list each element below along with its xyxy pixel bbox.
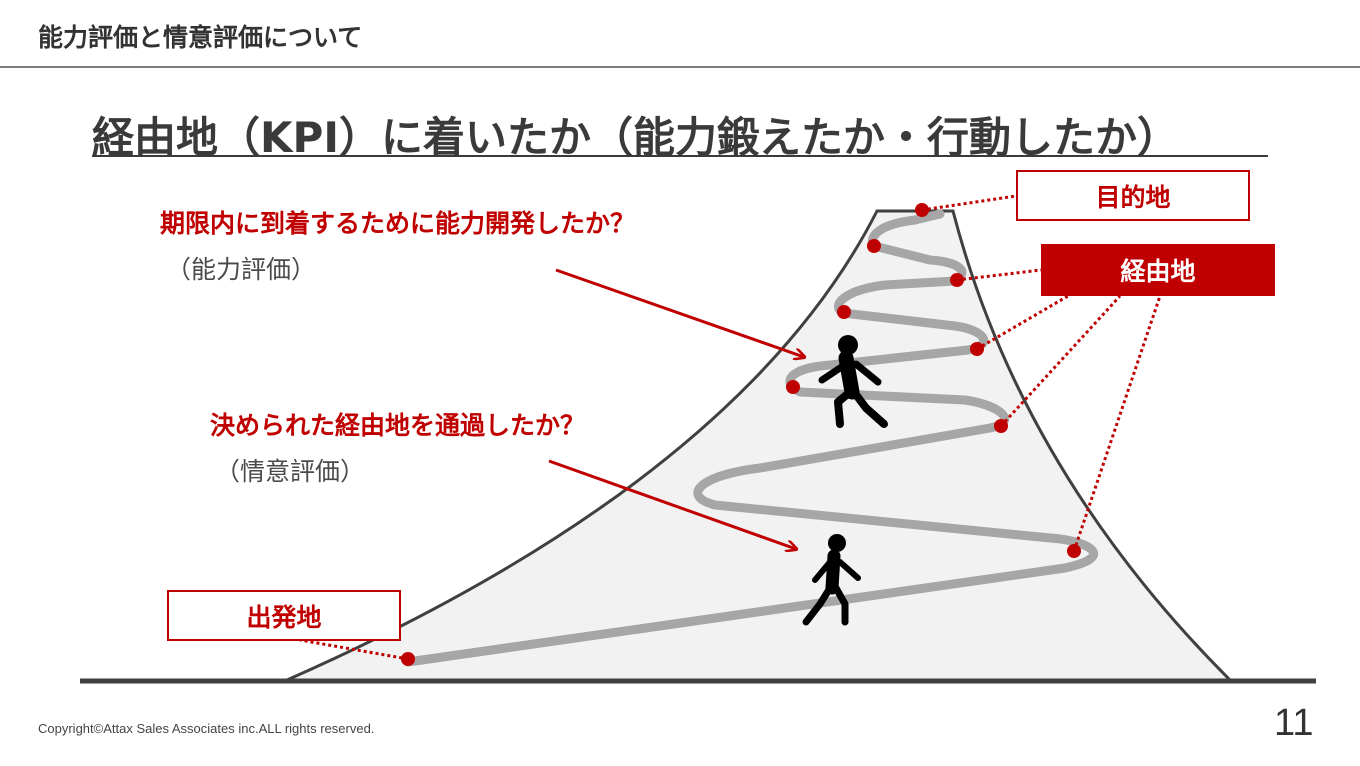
waypoint-label: 経由地 [1041,244,1275,296]
attitude-evaluation-label: （情意評価） [215,452,365,488]
ability-question: 期限内に到着するために能力開発したか？ [160,204,635,240]
connector-destination [922,196,1016,210]
connector-waypoint-3 [1001,296,1120,426]
checkpoint-dot [786,380,800,394]
start-label: 出発地 [167,590,401,641]
arrow-ability [556,270,804,357]
checkpoint-dot [994,419,1008,433]
destination-label: 目的地 [1016,170,1250,221]
checkpoint-dot [970,342,984,356]
ability-evaluation-label: （能力評価） [166,250,316,286]
copyright-text: Copyright©Attax Sales Associates inc.ALL… [38,721,374,736]
checkpoint-dot [837,305,851,319]
attitude-question: 決められた経由地を通過したか？ [210,406,585,442]
checkpoint-dot [1067,544,1081,558]
page-number: 11 [1274,702,1313,745]
checkpoint-dot [867,239,881,253]
checkpoint-dot [401,652,415,666]
checkpoint-dot [915,203,929,217]
checkpoint-dot [950,273,964,287]
